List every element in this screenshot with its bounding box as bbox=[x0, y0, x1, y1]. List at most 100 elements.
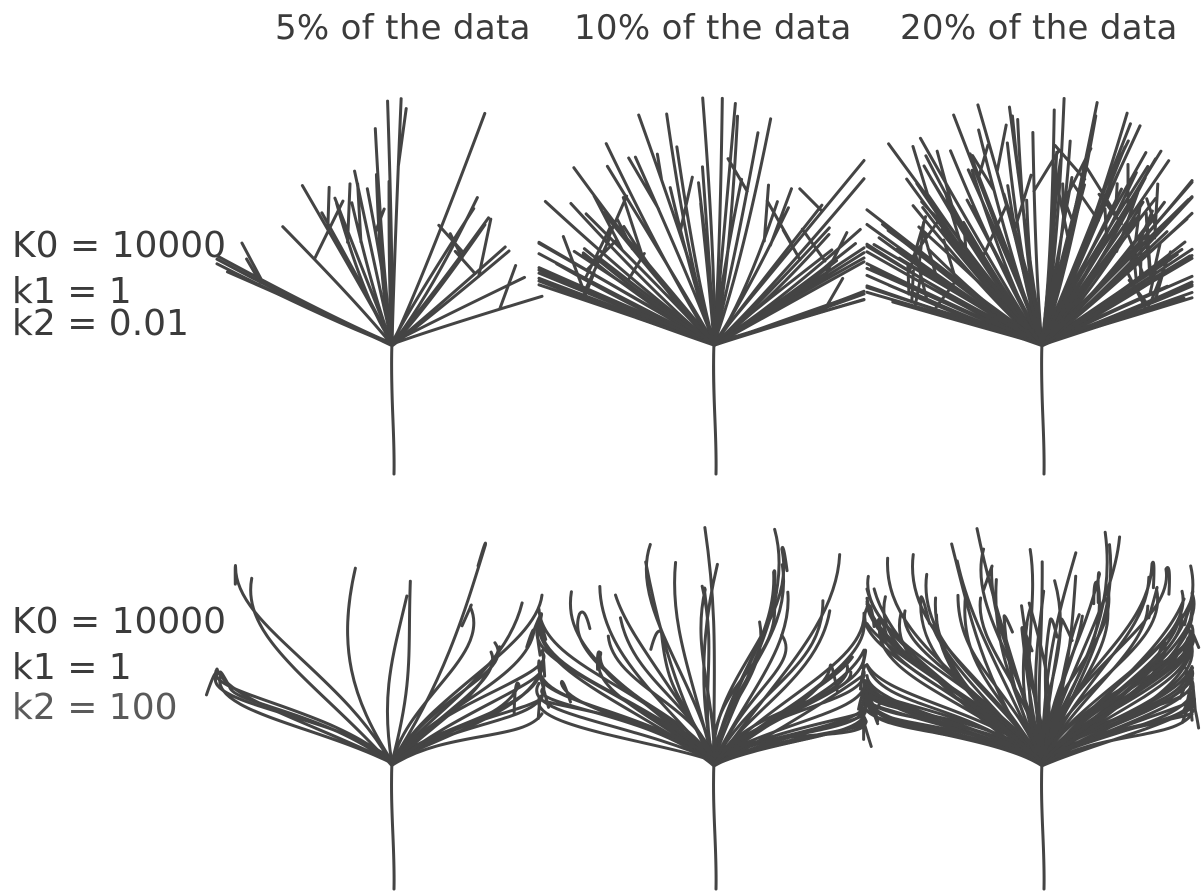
branch bbox=[712, 114, 740, 346]
branch bbox=[712, 758, 718, 891]
branch bbox=[644, 560, 716, 766]
column-title-5pct: 5% of the data bbox=[275, 8, 531, 48]
row1-k1-label: k1 = 1 bbox=[12, 271, 132, 312]
row2-k2-label: k2 = 100 bbox=[12, 687, 178, 728]
branch bbox=[390, 541, 488, 763]
branch bbox=[712, 663, 839, 765]
column-title-20pct: 20% of the data bbox=[900, 8, 1178, 48]
branch bbox=[249, 576, 394, 768]
branch bbox=[712, 599, 825, 763]
branch bbox=[1040, 703, 1201, 762]
branch bbox=[1020, 626, 1044, 766]
branch bbox=[604, 142, 716, 347]
branch bbox=[1040, 586, 1160, 764]
branch bbox=[390, 661, 544, 763]
tree-curvy-10pct bbox=[527, 526, 873, 891]
branch bbox=[864, 701, 1044, 768]
branch bbox=[712, 633, 788, 768]
branch bbox=[863, 606, 1044, 768]
branch bbox=[335, 182, 394, 345]
branch bbox=[699, 586, 716, 764]
branch bbox=[390, 712, 544, 767]
branch bbox=[712, 706, 867, 767]
branch bbox=[390, 650, 495, 766]
branch bbox=[712, 199, 824, 346]
branch bbox=[1040, 151, 1148, 344]
branch bbox=[712, 289, 866, 345]
branch bbox=[865, 587, 1044, 762]
branch bbox=[228, 686, 394, 766]
branch bbox=[390, 216, 490, 346]
branch bbox=[535, 626, 716, 766]
branch bbox=[390, 641, 500, 766]
branch bbox=[712, 177, 866, 347]
branch bbox=[712, 527, 781, 762]
branch bbox=[1040, 580, 1101, 767]
row2-k1-label: k1 = 1 bbox=[12, 647, 132, 688]
row1-k0-label: K0 = 10000 bbox=[12, 225, 227, 266]
branch bbox=[390, 275, 527, 345]
branch bbox=[390, 207, 476, 345]
row2-k0-label: K0 = 10000 bbox=[12, 601, 227, 642]
tree-curvy-5pct bbox=[204, 541, 551, 891]
branch bbox=[346, 566, 394, 763]
branch bbox=[712, 717, 868, 767]
branch bbox=[865, 674, 1044, 762]
branch bbox=[1037, 560, 1044, 767]
tree-straight-5pct bbox=[215, 97, 544, 476]
branch bbox=[975, 527, 1044, 767]
branch bbox=[956, 593, 1044, 765]
branch bbox=[204, 671, 394, 762]
branch bbox=[390, 340, 396, 476]
branch bbox=[1040, 543, 1113, 766]
branch bbox=[1040, 211, 1194, 347]
branch bbox=[537, 271, 716, 347]
branch bbox=[865, 261, 1044, 348]
branch bbox=[576, 610, 716, 766]
branch bbox=[1040, 340, 1046, 476]
branch bbox=[390, 660, 545, 766]
branch bbox=[233, 564, 394, 767]
branch bbox=[365, 187, 394, 346]
branch bbox=[962, 203, 1044, 347]
branch bbox=[390, 264, 544, 346]
tree-straight-20pct bbox=[865, 96, 1194, 476]
row1-k2-label: k2 = 0.01 bbox=[12, 303, 189, 344]
tree-straight-10pct bbox=[537, 96, 866, 476]
branch bbox=[537, 696, 716, 762]
branch bbox=[924, 572, 1044, 766]
branch bbox=[712, 340, 718, 476]
branch bbox=[572, 166, 716, 345]
branch bbox=[537, 698, 716, 763]
branch bbox=[994, 578, 1044, 766]
branch bbox=[864, 691, 1044, 767]
branch bbox=[1040, 227, 1192, 347]
branch bbox=[281, 199, 394, 347]
branch bbox=[390, 579, 412, 764]
branch bbox=[703, 526, 716, 767]
branch bbox=[1040, 216, 1156, 347]
branch bbox=[385, 594, 409, 765]
branch bbox=[1006, 206, 1044, 346]
branch bbox=[618, 616, 716, 763]
branch bbox=[712, 246, 866, 348]
branch bbox=[582, 247, 716, 345]
branch bbox=[1040, 551, 1078, 765]
branch bbox=[535, 681, 716, 762]
column-title-10pct: 10% of the data bbox=[574, 8, 852, 48]
branch bbox=[712, 655, 854, 763]
branch bbox=[527, 612, 716, 765]
branch bbox=[537, 225, 716, 346]
branch bbox=[712, 117, 773, 345]
branch bbox=[886, 229, 1044, 345]
branch bbox=[1040, 633, 1194, 763]
branch bbox=[390, 758, 396, 891]
branch bbox=[971, 128, 1044, 347]
branch bbox=[865, 262, 1044, 345]
branch bbox=[1040, 758, 1046, 891]
tree-curvy-20pct bbox=[857, 527, 1201, 891]
branch bbox=[225, 270, 394, 348]
branch bbox=[1040, 150, 1063, 345]
branch bbox=[919, 595, 1044, 764]
